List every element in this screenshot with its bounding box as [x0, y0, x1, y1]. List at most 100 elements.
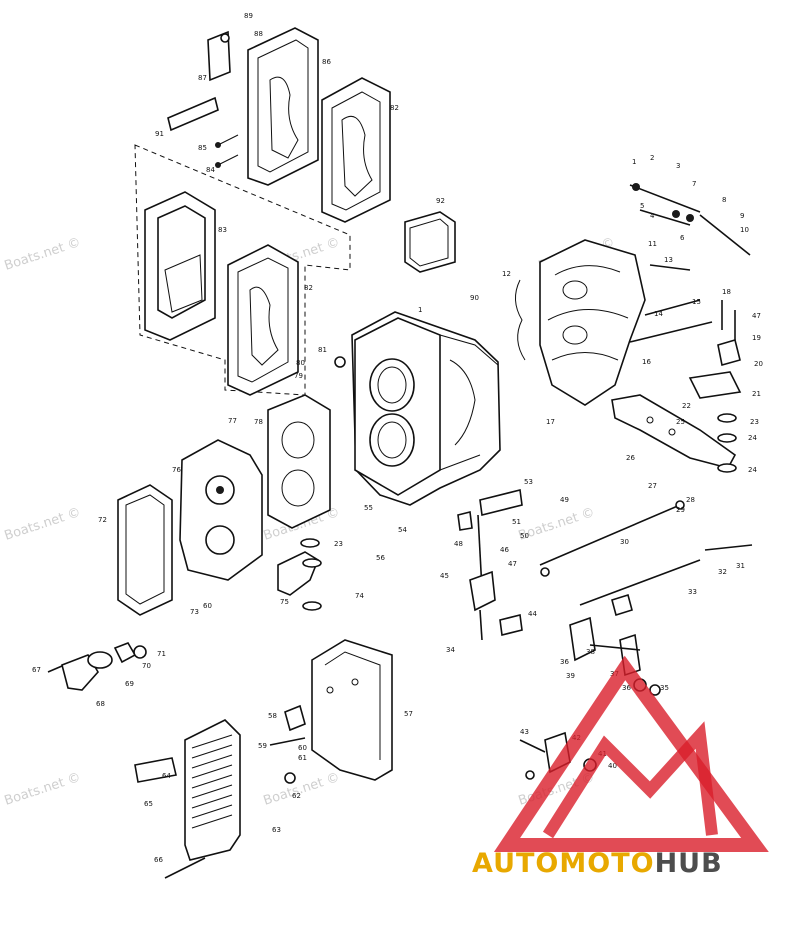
linkage-top-right — [629, 183, 751, 343]
decal-box-92 — [404, 211, 456, 273]
callout-3: 3 — [676, 162, 680, 170]
callout-80: 80 — [296, 359, 305, 367]
callout-25: 25 — [676, 418, 685, 426]
thermostat-housing-68 — [61, 642, 147, 691]
grille-lines — [191, 734, 233, 829]
gasket-86 — [247, 27, 319, 186]
callout-23b: 23 — [334, 540, 343, 548]
bracket-25 — [611, 300, 742, 473]
callout-26: 26 — [626, 454, 635, 462]
callout-54: 54 — [398, 526, 407, 534]
bracket-75 — [277, 538, 322, 611]
callout-numbers: 92 91 90 89 88 87 86 85 84 83 82 82 81 8… — [32, 12, 763, 864]
callout-12: 12 — [502, 270, 511, 278]
callout-16: 16 — [642, 358, 651, 366]
callout-7: 7 — [692, 180, 696, 188]
callout-27: 27 — [648, 482, 657, 490]
callout-49: 49 — [560, 496, 569, 504]
callout-89: 89 — [244, 12, 253, 20]
callout-91: 91 — [155, 130, 164, 138]
cylinder-block-1 — [334, 311, 501, 506]
callout-9: 9 — [740, 212, 744, 220]
lower-cowl-57 — [311, 639, 393, 781]
callout-55: 55 — [364, 504, 373, 512]
watermarks: Boats.net © Boats.net © Boats.net © Boat… — [3, 235, 617, 809]
callout-58: 58 — [268, 712, 277, 720]
callout-43: 43 — [520, 728, 529, 736]
head-cover-72 — [117, 484, 173, 616]
callout-82-lower: 82 — [304, 284, 313, 292]
callout-36: 36 — [622, 684, 631, 692]
callout-31: 31 — [736, 562, 745, 570]
callout-1-link: 1 — [632, 158, 636, 166]
callout-2: 2 — [650, 154, 654, 162]
callout-62: 62 — [292, 792, 301, 800]
callout-57: 57 — [404, 710, 413, 718]
callout-68: 68 — [96, 700, 105, 708]
callout-61: 61 — [298, 754, 307, 762]
callout-85: 85 — [198, 144, 207, 152]
callout-69: 69 — [125, 680, 134, 688]
callout-1: 1 — [418, 306, 422, 314]
cylinder-head-76 — [179, 439, 263, 581]
callout-23: 23 — [750, 418, 759, 426]
callout-10: 10 — [740, 226, 749, 234]
callout-46: 46 — [500, 546, 509, 554]
callout-84: 84 — [206, 166, 215, 174]
callout-13: 13 — [664, 256, 673, 264]
callout-81: 81 — [318, 346, 327, 354]
callout-11: 11 — [648, 240, 657, 248]
callout-24b: 24 — [748, 466, 757, 474]
callout-19: 19 — [752, 334, 761, 342]
logo-triangle-outer — [493, 655, 769, 852]
callout-34: 34 — [446, 646, 455, 654]
callout-90: 90 — [470, 294, 479, 302]
callout-71: 71 — [157, 650, 166, 658]
callout-20: 20 — [754, 360, 763, 368]
callout-14: 14 — [654, 310, 663, 318]
crankcase-11 — [515, 239, 646, 406]
callout-73: 73 — [190, 608, 199, 616]
callout-63: 63 — [272, 826, 281, 834]
callout-21: 21 — [752, 390, 761, 398]
callout-66: 66 — [154, 856, 163, 864]
callout-6: 6 — [680, 234, 685, 242]
exhaust-cover-83 — [144, 191, 216, 341]
callout-50: 50 — [520, 532, 529, 540]
callout-78: 78 — [254, 418, 263, 426]
callout-83: 83 — [218, 226, 227, 234]
logo-triangle-inner — [542, 721, 718, 839]
callout-17: 17 — [546, 418, 555, 426]
callout-8: 8 — [722, 196, 726, 204]
callout-56: 56 — [376, 554, 385, 562]
callout-4: 4 — [650, 212, 655, 220]
callout-75: 75 — [280, 598, 289, 606]
watermark-mid-left: Boats.net © — [3, 505, 83, 544]
cylinder-head-gasket-78 — [267, 394, 331, 529]
callout-88: 88 — [254, 30, 263, 38]
callout-47-mid: 47 — [508, 560, 517, 568]
exhaust-cover-82-top — [321, 77, 391, 223]
automotohub-logo: AUTOMOTOHUB — [472, 655, 769, 879]
gasket-82-lower — [227, 244, 299, 396]
callout-59: 59 — [258, 742, 267, 750]
callout-38: 38 — [586, 648, 595, 656]
callout-82-top: 82 — [390, 104, 399, 112]
callout-44: 44 — [528, 610, 537, 618]
callout-60-lower: 60 — [298, 744, 307, 752]
callout-79: 79 — [294, 372, 303, 380]
bolts-lower-mid — [47, 665, 306, 879]
callout-76: 76 — [172, 466, 181, 474]
watermark-bottom-center: Boats.net © — [262, 770, 342, 809]
callout-86: 86 — [322, 58, 331, 66]
logo-wordmark: AUTOMOTOHUB — [472, 848, 723, 879]
callout-65: 65 — [144, 800, 153, 808]
callout-72: 72 — [98, 516, 107, 524]
callout-15: 15 — [692, 298, 701, 306]
callout-32: 32 — [718, 568, 727, 576]
callout-24: 24 — [748, 434, 757, 442]
rear-cover-64 — [134, 719, 241, 861]
callout-40: 40 — [608, 762, 617, 770]
linkage-right-cluster — [569, 544, 753, 696]
